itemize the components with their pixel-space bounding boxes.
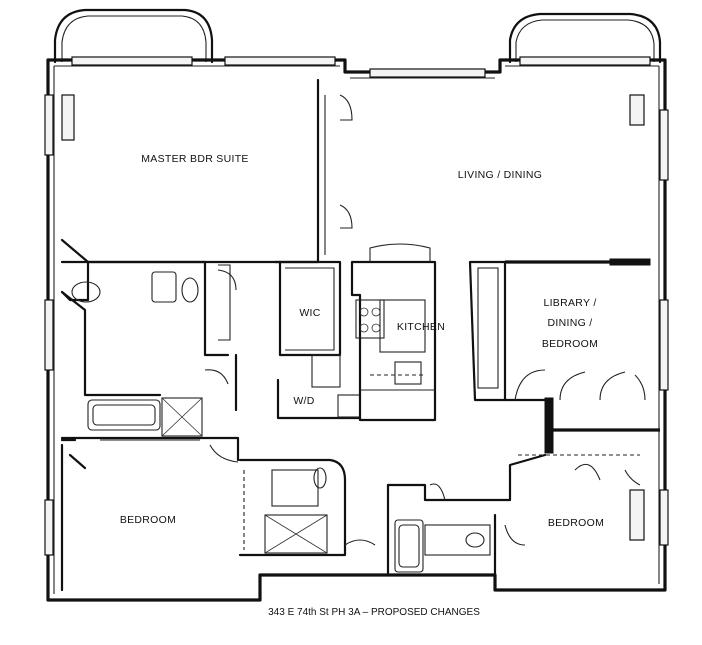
hall-walls — [60, 353, 240, 462]
windows — [44, 56, 669, 556]
label-wd: W/D — [293, 395, 314, 407]
label-bedroom-left: BEDROOM — [120, 514, 176, 526]
label-master-suite: MASTER BDR SUITE — [141, 153, 248, 165]
center-bath — [238, 458, 376, 557]
kitchen — [350, 243, 437, 422]
master-suite-walls — [60, 78, 353, 264]
label-library-line2: DINING / — [548, 317, 593, 329]
terrace-right — [508, 12, 662, 64]
living-library-walls — [468, 258, 651, 402]
master-bath — [60, 260, 237, 437]
bedroom-right — [386, 453, 641, 577]
label-library-line1: LIBRARY / — [543, 297, 596, 309]
label-living-dining: LIVING / DINING — [458, 169, 542, 181]
terrace-left — [53, 8, 214, 64]
wic-walls — [273, 260, 362, 420]
library-room — [503, 369, 660, 454]
label-library-line3: BEDROOM — [542, 338, 598, 350]
bedroom-left — [60, 438, 239, 592]
exterior-walls — [46, 58, 667, 602]
label-wic: WIC — [299, 307, 320, 319]
label-kitchen: KITCHEN — [397, 321, 445, 333]
label-bedroom-right: BEDROOM — [548, 517, 604, 529]
plan-caption: 343 E 74th St PH 3A – PROPOSED CHANGES — [268, 607, 480, 618]
